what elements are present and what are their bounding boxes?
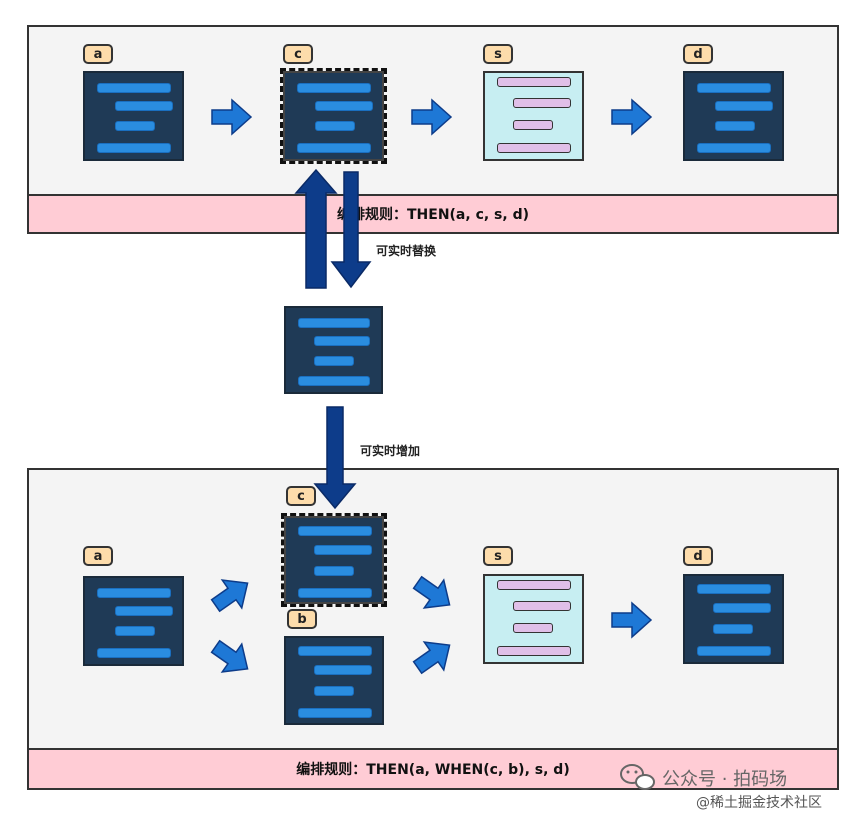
node-bar: [497, 143, 571, 153]
node-bar: [115, 121, 155, 131]
arrow-right-icon: [211, 98, 253, 136]
node-bar: [513, 601, 571, 611]
node-bar: [697, 646, 771, 656]
node-bar: [315, 121, 355, 131]
node-new: [284, 306, 383, 394]
node-bar: [314, 686, 354, 696]
node-bar: [315, 101, 373, 111]
node-bar: [715, 101, 773, 111]
tag-c: c: [283, 44, 313, 64]
node-bar: [297, 83, 371, 93]
node-a: [83, 576, 184, 666]
tag-s: s: [483, 44, 513, 64]
top-rule-bar: 编排规则：THEN(a, c, s, d): [27, 194, 839, 234]
node-bar: [697, 83, 771, 93]
arrow-diagonal-down-icon: [210, 639, 249, 673]
node-bar: [115, 606, 173, 616]
node-bar: [697, 143, 771, 153]
arrow-down-icon: [330, 171, 372, 289]
node-bar: [314, 566, 354, 576]
node-bar: [298, 526, 372, 536]
node-bar: [297, 143, 371, 153]
node-bar: [115, 626, 155, 636]
bottom-rule-bar: 编排规则：THEN(a, WHEN(c, b), s, d): [27, 748, 839, 790]
node-bar: [513, 120, 553, 130]
node-bar: [298, 376, 370, 386]
tag-c: c: [286, 486, 316, 506]
node-d: [683, 574, 784, 664]
tag-d: d: [683, 546, 713, 566]
arrow-right-icon: [611, 98, 653, 136]
add-label: 可实时增加: [360, 444, 421, 458]
node-c: [280, 68, 387, 164]
node-a: [83, 71, 184, 161]
node-c: [281, 513, 387, 607]
arrow-diagonal-down-icon: [412, 575, 451, 609]
arrow-right-icon: [411, 98, 453, 136]
node-bar: [97, 83, 171, 93]
node-s: [483, 71, 584, 161]
node-bar: [97, 648, 171, 658]
replace-label: 可实时替换: [376, 244, 437, 258]
node-bar: [713, 624, 753, 634]
node-bar: [314, 665, 372, 675]
node-bar: [314, 545, 372, 555]
tag-a: a: [83, 44, 113, 64]
watermark-site: @稀土掘金技术社区: [696, 795, 822, 811]
node-bar: [697, 584, 771, 594]
node-bar: [715, 121, 755, 131]
node-bar: [713, 603, 771, 613]
arrow-right-icon: [611, 601, 653, 639]
tag-s: s: [483, 546, 513, 566]
node-bar: [497, 77, 571, 87]
node-bar: [298, 318, 370, 328]
node-bar: [298, 588, 372, 598]
node-bar: [97, 143, 171, 153]
wechat-logo-icon: [620, 764, 655, 790]
node-bar: [513, 623, 553, 633]
tag-a: a: [83, 546, 113, 566]
node-s: [483, 574, 584, 664]
arrow-up-icon: [294, 168, 338, 289]
node-bar: [97, 588, 171, 598]
arrow-diagonal-up-icon: [210, 579, 249, 613]
arrow-down-icon: [313, 406, 357, 510]
watermark-account: 公众号 · 拍码场: [662, 769, 788, 790]
arrow-diagonal-up-icon: [412, 641, 451, 675]
node-bar: [314, 336, 370, 346]
node-b: [284, 636, 384, 725]
node-d: [683, 71, 784, 161]
node-bar: [497, 646, 571, 656]
node-bar: [115, 101, 173, 111]
tag-b: b: [287, 609, 317, 629]
node-bar: [298, 646, 372, 656]
node-bar: [298, 708, 372, 718]
node-bar: [513, 98, 571, 108]
tag-d: d: [683, 44, 713, 64]
node-bar: [497, 580, 571, 590]
node-bar: [314, 356, 354, 366]
